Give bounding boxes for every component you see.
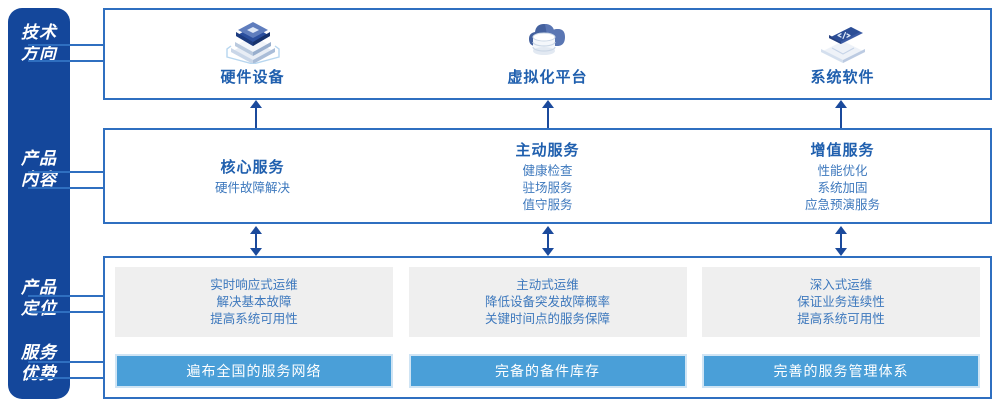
rail-label-tech-direction: 技术 方向 [21, 23, 57, 63]
arrow-head-down [542, 248, 554, 256]
tech-direction-item-system-software[interactable]: 系统软件 [695, 10, 990, 98]
arrow-head-up [542, 100, 554, 108]
arrow-head-up [250, 226, 262, 234]
arrow-double [249, 226, 263, 256]
tech-direction-label: 虚拟化平台 [507, 69, 588, 86]
advantage-row: 遍布全国的服务网络 完备的备件库存 完善的服务管理体系 [115, 354, 980, 388]
arrow-head-up [835, 100, 847, 108]
product-content-item: 健康检查 [522, 163, 573, 178]
product-content-column-proactive[interactable]: 主动服务 健康检查 驻场服务 值守服务 [400, 130, 695, 222]
arrow-head-down [250, 248, 262, 256]
product-content-item: 驻场服务 [522, 180, 573, 195]
connector-line [28, 44, 103, 46]
arrow-shaft [840, 106, 842, 128]
arrow-double [834, 226, 848, 256]
connector-line [28, 187, 103, 189]
connector-line [28, 311, 103, 313]
product-content-title: 主动服务 [515, 141, 580, 159]
arrow-double [541, 226, 555, 256]
arrow-shaft [255, 232, 257, 250]
advantage-bar-label: 遍布全国的服务网络 [186, 363, 322, 379]
advantage-bar[interactable]: 遍布全国的服务网络 [115, 354, 393, 388]
arrow-head-up [835, 226, 847, 234]
positioning-line: 降低设备突发故障概率 [484, 294, 610, 309]
arrow-up [249, 100, 263, 128]
product-content-items: 硬件故障解决 [215, 180, 290, 197]
advantage-bar-label: 完备的备件库存 [495, 363, 600, 379]
tech-direction-item-hardware[interactable]: 硬件设备 [105, 10, 400, 98]
product-content-items: 性能优化 系统加固 应急预演服务 [805, 163, 880, 214]
category-rail [8, 8, 70, 399]
product-content-title: 增值服务 [810, 141, 875, 159]
tech-direction-item-virtualization[interactable]: 虚拟化平台 [400, 10, 695, 98]
positioning-card[interactable]: 主动式运维 降低设备突发故障概率 关键时间点的服务保障 [408, 267, 687, 337]
product-content-column-value-added[interactable]: 增值服务 性能优化 系统加固 应急预演服务 [695, 130, 990, 222]
connector-line [28, 377, 103, 379]
arrow-head-up [250, 100, 262, 108]
positioning-line: 实时响应式运维 [210, 277, 298, 292]
laptop-code-icon [813, 16, 873, 64]
connector-line [28, 295, 103, 297]
positioning-line: 深入式运维 [809, 277, 873, 292]
advantage-bar[interactable]: 完善的服务管理体系 [702, 354, 980, 388]
arrow-head-up [542, 226, 554, 234]
arrow-shaft [255, 106, 257, 128]
arrow-up [541, 100, 555, 128]
positioning-line: 关键时间点的服务保障 [484, 311, 610, 326]
positioning-card[interactable]: 实时响应式运维 解决基本故障 提高系统可用性 [115, 267, 393, 337]
arrow-shaft [840, 232, 842, 250]
server-stack-icon [223, 16, 283, 64]
connector-line [28, 60, 103, 62]
tech-direction-label: 硬件设备 [220, 69, 285, 86]
connector-line [28, 171, 103, 173]
product-content-item: 系统加固 [817, 180, 868, 195]
product-content-item: 应急预演服务 [804, 197, 880, 212]
positioning-line: 解决基本故障 [216, 294, 292, 309]
arrow-shaft [547, 232, 549, 250]
product-content-section: 核心服务 硬件故障解决 主动服务 健康检查 驻场服务 值守服务 增值服务 性能优… [103, 128, 992, 224]
tech-direction-section: 硬件设备 虚拟化平台 [103, 8, 992, 100]
cloud-database-icon [518, 16, 578, 64]
product-content-item: 硬件故障解决 [214, 180, 290, 195]
advantage-bar[interactable]: 完备的备件库存 [408, 354, 687, 388]
positioning-line: 主动式运维 [516, 277, 579, 292]
arrow-up [834, 100, 848, 128]
positioning-line: 提高系统可用性 [797, 311, 885, 326]
product-content-title: 核心服务 [220, 158, 285, 176]
product-content-item: 值守服务 [522, 197, 573, 212]
product-content-items: 健康检查 驻场服务 值守服务 [522, 163, 572, 214]
arrow-shaft [547, 106, 549, 128]
positioning-row: 实时响应式运维 解决基本故障 提高系统可用性 主动式运维 降低设备突发故障概率 … [115, 267, 980, 337]
positioning-line: 提高系统可用性 [210, 311, 298, 326]
product-content-column-core[interactable]: 核心服务 硬件故障解决 [105, 130, 400, 222]
arrow-head-down [835, 248, 847, 256]
tech-direction-label: 系统软件 [810, 69, 875, 86]
rail-label-product-positioning: 产品 定位 [21, 278, 57, 318]
positioning-card[interactable]: 深入式运维 保证业务连续性 提高系统可用性 [702, 267, 980, 337]
advantage-bar-label: 完善的服务管理体系 [773, 363, 909, 379]
product-content-item: 性能优化 [817, 163, 868, 178]
positioning-advantage-section: 实时响应式运维 解决基本故障 提高系统可用性 主动式运维 降低设备突发故障概率 … [103, 256, 992, 399]
connector-line [28, 361, 103, 363]
rail-label-product-content: 产品 内容 [21, 149, 57, 189]
positioning-line: 保证业务连续性 [797, 294, 885, 309]
